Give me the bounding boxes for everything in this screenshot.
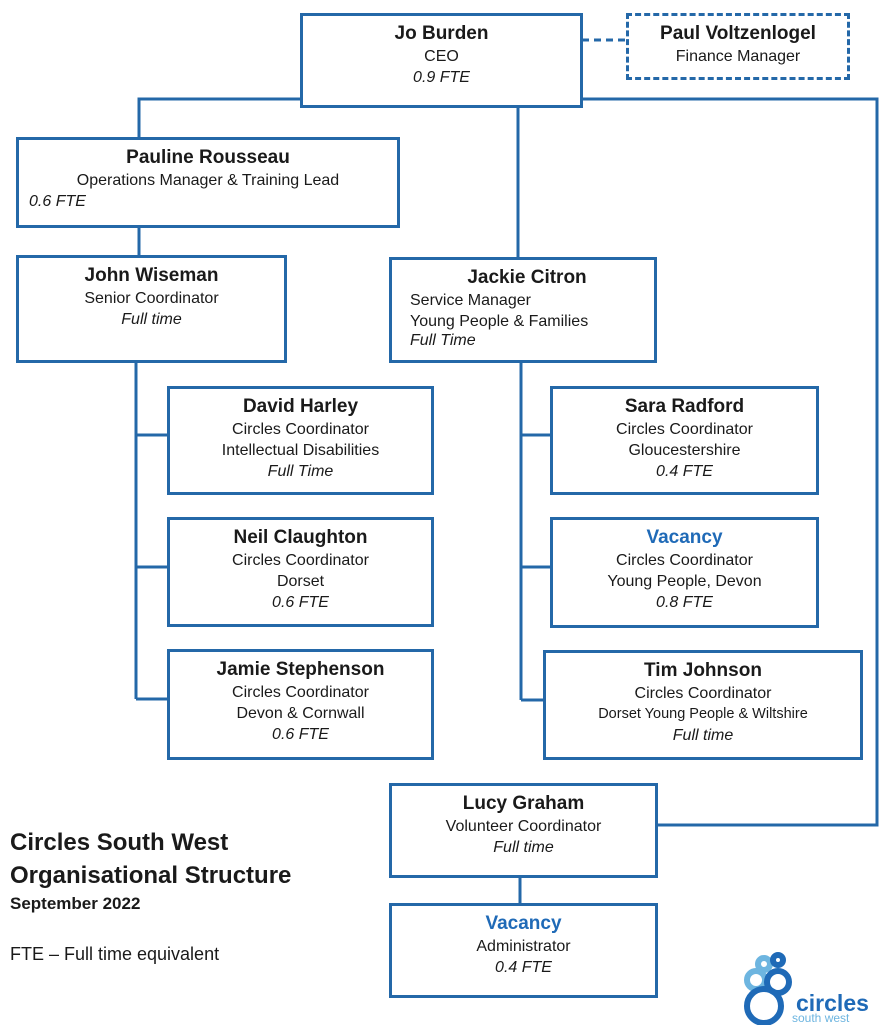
node-role: Circles Coordinator xyxy=(634,685,772,702)
node-hours: 0.4 FTE xyxy=(495,959,552,976)
node-name: Pauline Rousseau xyxy=(126,147,290,168)
node-name: Paul Voltzenlogel xyxy=(660,23,816,44)
node-hours: Full time xyxy=(493,839,554,856)
node-name: Jo Burden xyxy=(394,23,489,44)
node-service-manager: Jackie Citron Service Manager Young Peop… xyxy=(389,257,657,363)
node-name: David Harley xyxy=(242,396,359,417)
node-role: Senior Coordinator xyxy=(84,290,219,307)
node-name: John Wiseman xyxy=(84,265,219,286)
node-hours: 0.9 FTE xyxy=(413,69,470,86)
node-name: Tim Johnson xyxy=(644,660,762,681)
node-role: Service Manager xyxy=(410,292,531,309)
chart-date: September 2022 xyxy=(10,894,141,913)
node-senior-coordinator: John Wiseman Senior Coordinator Full tim… xyxy=(16,255,287,363)
node-hours: 0.6 FTE xyxy=(29,193,86,210)
node-area: Young People, Devon xyxy=(607,573,762,590)
node-role: Circles Coordinator xyxy=(616,421,753,438)
node-finance-manager: Paul Voltzenlogel Finance Manager xyxy=(626,13,850,80)
node-name: Jamie Stephenson xyxy=(216,659,385,680)
node-hours: 0.6 FTE xyxy=(272,594,329,611)
node-area: Dorset xyxy=(276,573,325,590)
node-role: Circles Coordinator xyxy=(232,552,369,569)
node-area: Dorset Young People & Wiltshire xyxy=(598,706,808,722)
node-hours: Full Time xyxy=(267,463,334,480)
node-hours: 0.8 FTE xyxy=(656,594,713,611)
node-area: Devon & Cornwall xyxy=(236,705,365,722)
node-name: Vacancy xyxy=(646,527,723,548)
node-role: Circles Coordinator xyxy=(232,684,369,701)
node-administrator-vacancy: Vacancy Administrator 0.4 FTE xyxy=(389,903,658,998)
node-name: Vacancy xyxy=(485,913,562,934)
logo-subtext: south west xyxy=(792,1011,850,1025)
node-ceo: Jo Burden CEO 0.9 FTE xyxy=(300,13,583,108)
node-role: Volunteer Coordinator xyxy=(445,818,602,835)
node-hours: Full time xyxy=(672,727,734,744)
node-coordinator-vacancy: Vacancy Circles Coordinator Young People… xyxy=(550,517,819,628)
node-coordinator-tim: Tim Johnson Circles Coordinator Dorset Y… xyxy=(543,650,863,760)
node-hours: Full Time xyxy=(410,332,476,349)
node-hours: Full time xyxy=(121,311,182,328)
node-coordinator-jamie: Jamie Stephenson Circles Coordinator Dev… xyxy=(167,649,434,760)
node-role: CEO xyxy=(424,48,459,65)
node-role: Finance Manager xyxy=(675,48,801,65)
node-name: Jackie Citron xyxy=(467,267,587,288)
node-area: Intellectual Disabilities xyxy=(221,442,380,459)
chart-title-block: Circles South West Organisational Struct… xyxy=(10,826,291,916)
node-role: Administrator xyxy=(476,938,571,955)
node-name: Neil Claughton xyxy=(233,527,368,548)
circles-logo: circles south west xyxy=(728,948,885,1025)
node-role: Circles Coordinator xyxy=(616,552,753,569)
node-volunteer-coordinator: Lucy Graham Volunteer Coordinator Full t… xyxy=(389,783,658,878)
org-name: Circles South West xyxy=(10,829,229,856)
node-coordinator-sara: Sara Radford Circles Coordinator Glouces… xyxy=(550,386,819,495)
circles-logo-icon xyxy=(744,952,792,1025)
node-coordinator-david: David Harley Circles Coordinator Intelle… xyxy=(167,386,434,495)
node-hours: 0.4 FTE xyxy=(656,463,713,480)
node-operations-manager: Pauline Rousseau Operations Manager & Tr… xyxy=(16,137,400,228)
node-role: Circles Coordinator xyxy=(232,421,369,438)
node-area: Gloucestershire xyxy=(628,442,741,459)
node-name: Lucy Graham xyxy=(462,793,585,814)
node-role: Operations Manager & Training Lead xyxy=(76,172,340,189)
logo-wordmark: circles xyxy=(796,990,869,1016)
node-coordinator-neil: Neil Claughton Circles Coordinator Dorse… xyxy=(167,517,434,627)
chart-title: Organisational Structure xyxy=(10,862,292,889)
node-name: Sara Radford xyxy=(624,396,745,417)
node-hours: 0.6 FTE xyxy=(272,726,329,743)
node-area: Young People & Families xyxy=(410,313,589,330)
legend-fte: FTE – Full time equivalent xyxy=(10,944,220,964)
